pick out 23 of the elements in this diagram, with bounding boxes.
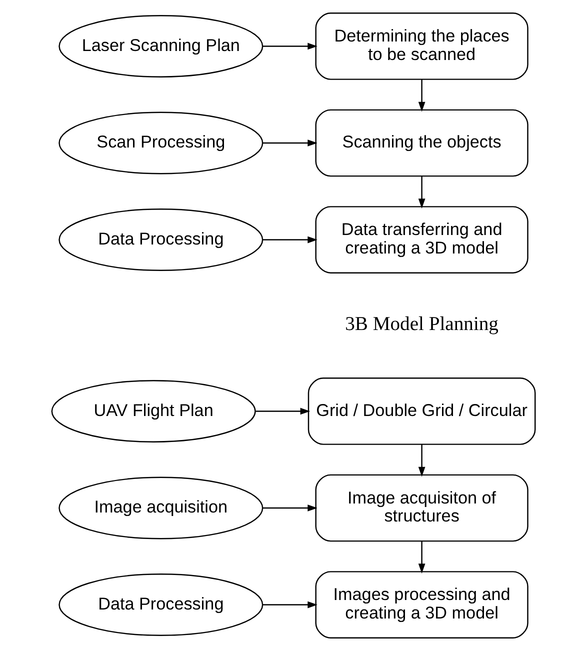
node-ellipse: Data Processing [58, 208, 264, 271]
arrow [256, 408, 310, 415]
arrow [262, 140, 318, 146]
arrow [418, 541, 426, 574]
node-ellipse: Scan Processing [58, 112, 264, 174]
arrow [418, 79, 426, 112]
node-box: Data transferring and creating a 3D model [315, 206, 528, 274]
node-box: Images processing and creating a 3D model [315, 571, 528, 638]
node-ellipse: Laser Scanning Plan [58, 15, 264, 78]
arrow [262, 236, 318, 244]
node-box: Scanning the objects [315, 109, 528, 177]
arrow [262, 601, 318, 608]
node-ellipse: UAV Flight Plan [51, 380, 256, 442]
node-box: Grid / Double Grid / Circular [308, 378, 536, 445]
arrow [418, 176, 426, 208]
arrow [262, 504, 318, 512]
arrow [418, 444, 426, 477]
node-box: Determining the places to be scanned [315, 12, 528, 80]
node-ellipse: Image acquisition [58, 476, 264, 540]
node-ellipse: Data Processing [58, 574, 264, 636]
label: 3B Model Planning [345, 314, 498, 336]
node-box: Image acquisiton of structures [315, 474, 528, 542]
arrow [262, 42, 318, 50]
